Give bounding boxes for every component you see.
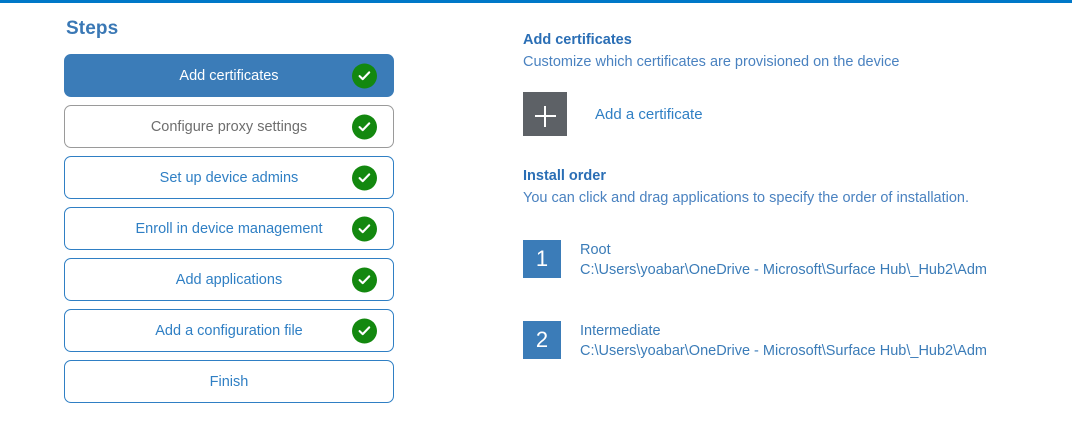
add-certificate-button[interactable]: [523, 92, 567, 136]
step-button-enroll-in-device-management[interactable]: Enroll in device management: [64, 207, 394, 250]
step-button-configure-proxy-settings[interactable]: Configure proxy settings: [64, 105, 394, 148]
step-button-add-certificates[interactable]: Add certificates: [64, 54, 394, 97]
add-certificate-row: Add a certificate: [523, 92, 1053, 136]
install-order-number: 2: [523, 321, 561, 359]
add-certificates-section: Add certificates Customize which certifi…: [523, 31, 1053, 136]
install-order-path: C:\Users\yoabar\OneDrive - Microsoft\Sur…: [580, 262, 987, 278]
check-circle-icon: [352, 63, 377, 88]
detail-panel: Add certificates Customize which certifi…: [523, 31, 1053, 402]
check-circle-icon: [352, 114, 377, 139]
install-order-number: 1: [523, 240, 561, 278]
check-circle-icon: [352, 267, 377, 292]
plus-icon: [534, 105, 556, 127]
install-order-subtitle: You can click and drag applications to s…: [523, 190, 970, 206]
steps-heading: Steps: [66, 18, 119, 39]
install-order-title: Install order: [523, 168, 606, 184]
check-circle-icon: [352, 318, 377, 343]
step-label: Finish: [209, 373, 249, 390]
install-order-section: Install order You can click and drag app…: [523, 167, 1053, 362]
step-label: Enroll in device management: [135, 220, 323, 237]
step-button-add-a-configuration-file[interactable]: Add a configuration file: [64, 309, 394, 352]
check-circle-icon: [352, 165, 377, 190]
install-order-name: Root: [580, 242, 611, 258]
add-certificates-subtitle: Customize which certificates are provisi…: [523, 54, 900, 70]
step-label: Add certificates: [179, 67, 279, 84]
step-button-set-up-device-admins[interactable]: Set up device admins: [64, 156, 394, 199]
step-label: Configure proxy settings: [150, 118, 308, 135]
step-label: Add a configuration file: [155, 322, 303, 339]
install-order-path: C:\Users\yoabar\OneDrive - Microsoft\Sur…: [580, 343, 987, 359]
add-certificate-label[interactable]: Add a certificate: [595, 105, 703, 123]
check-circle-icon: [352, 216, 377, 241]
step-button-add-applications[interactable]: Add applications: [64, 258, 394, 301]
install-order-name: Intermediate: [580, 323, 661, 339]
add-certificates-title: Add certificates: [523, 32, 632, 48]
top-accent-rule: [0, 0, 1072, 3]
step-label: Add applications: [175, 271, 283, 288]
step-label: Set up device admins: [159, 169, 299, 186]
step-button-finish[interactable]: Finish: [64, 360, 394, 403]
